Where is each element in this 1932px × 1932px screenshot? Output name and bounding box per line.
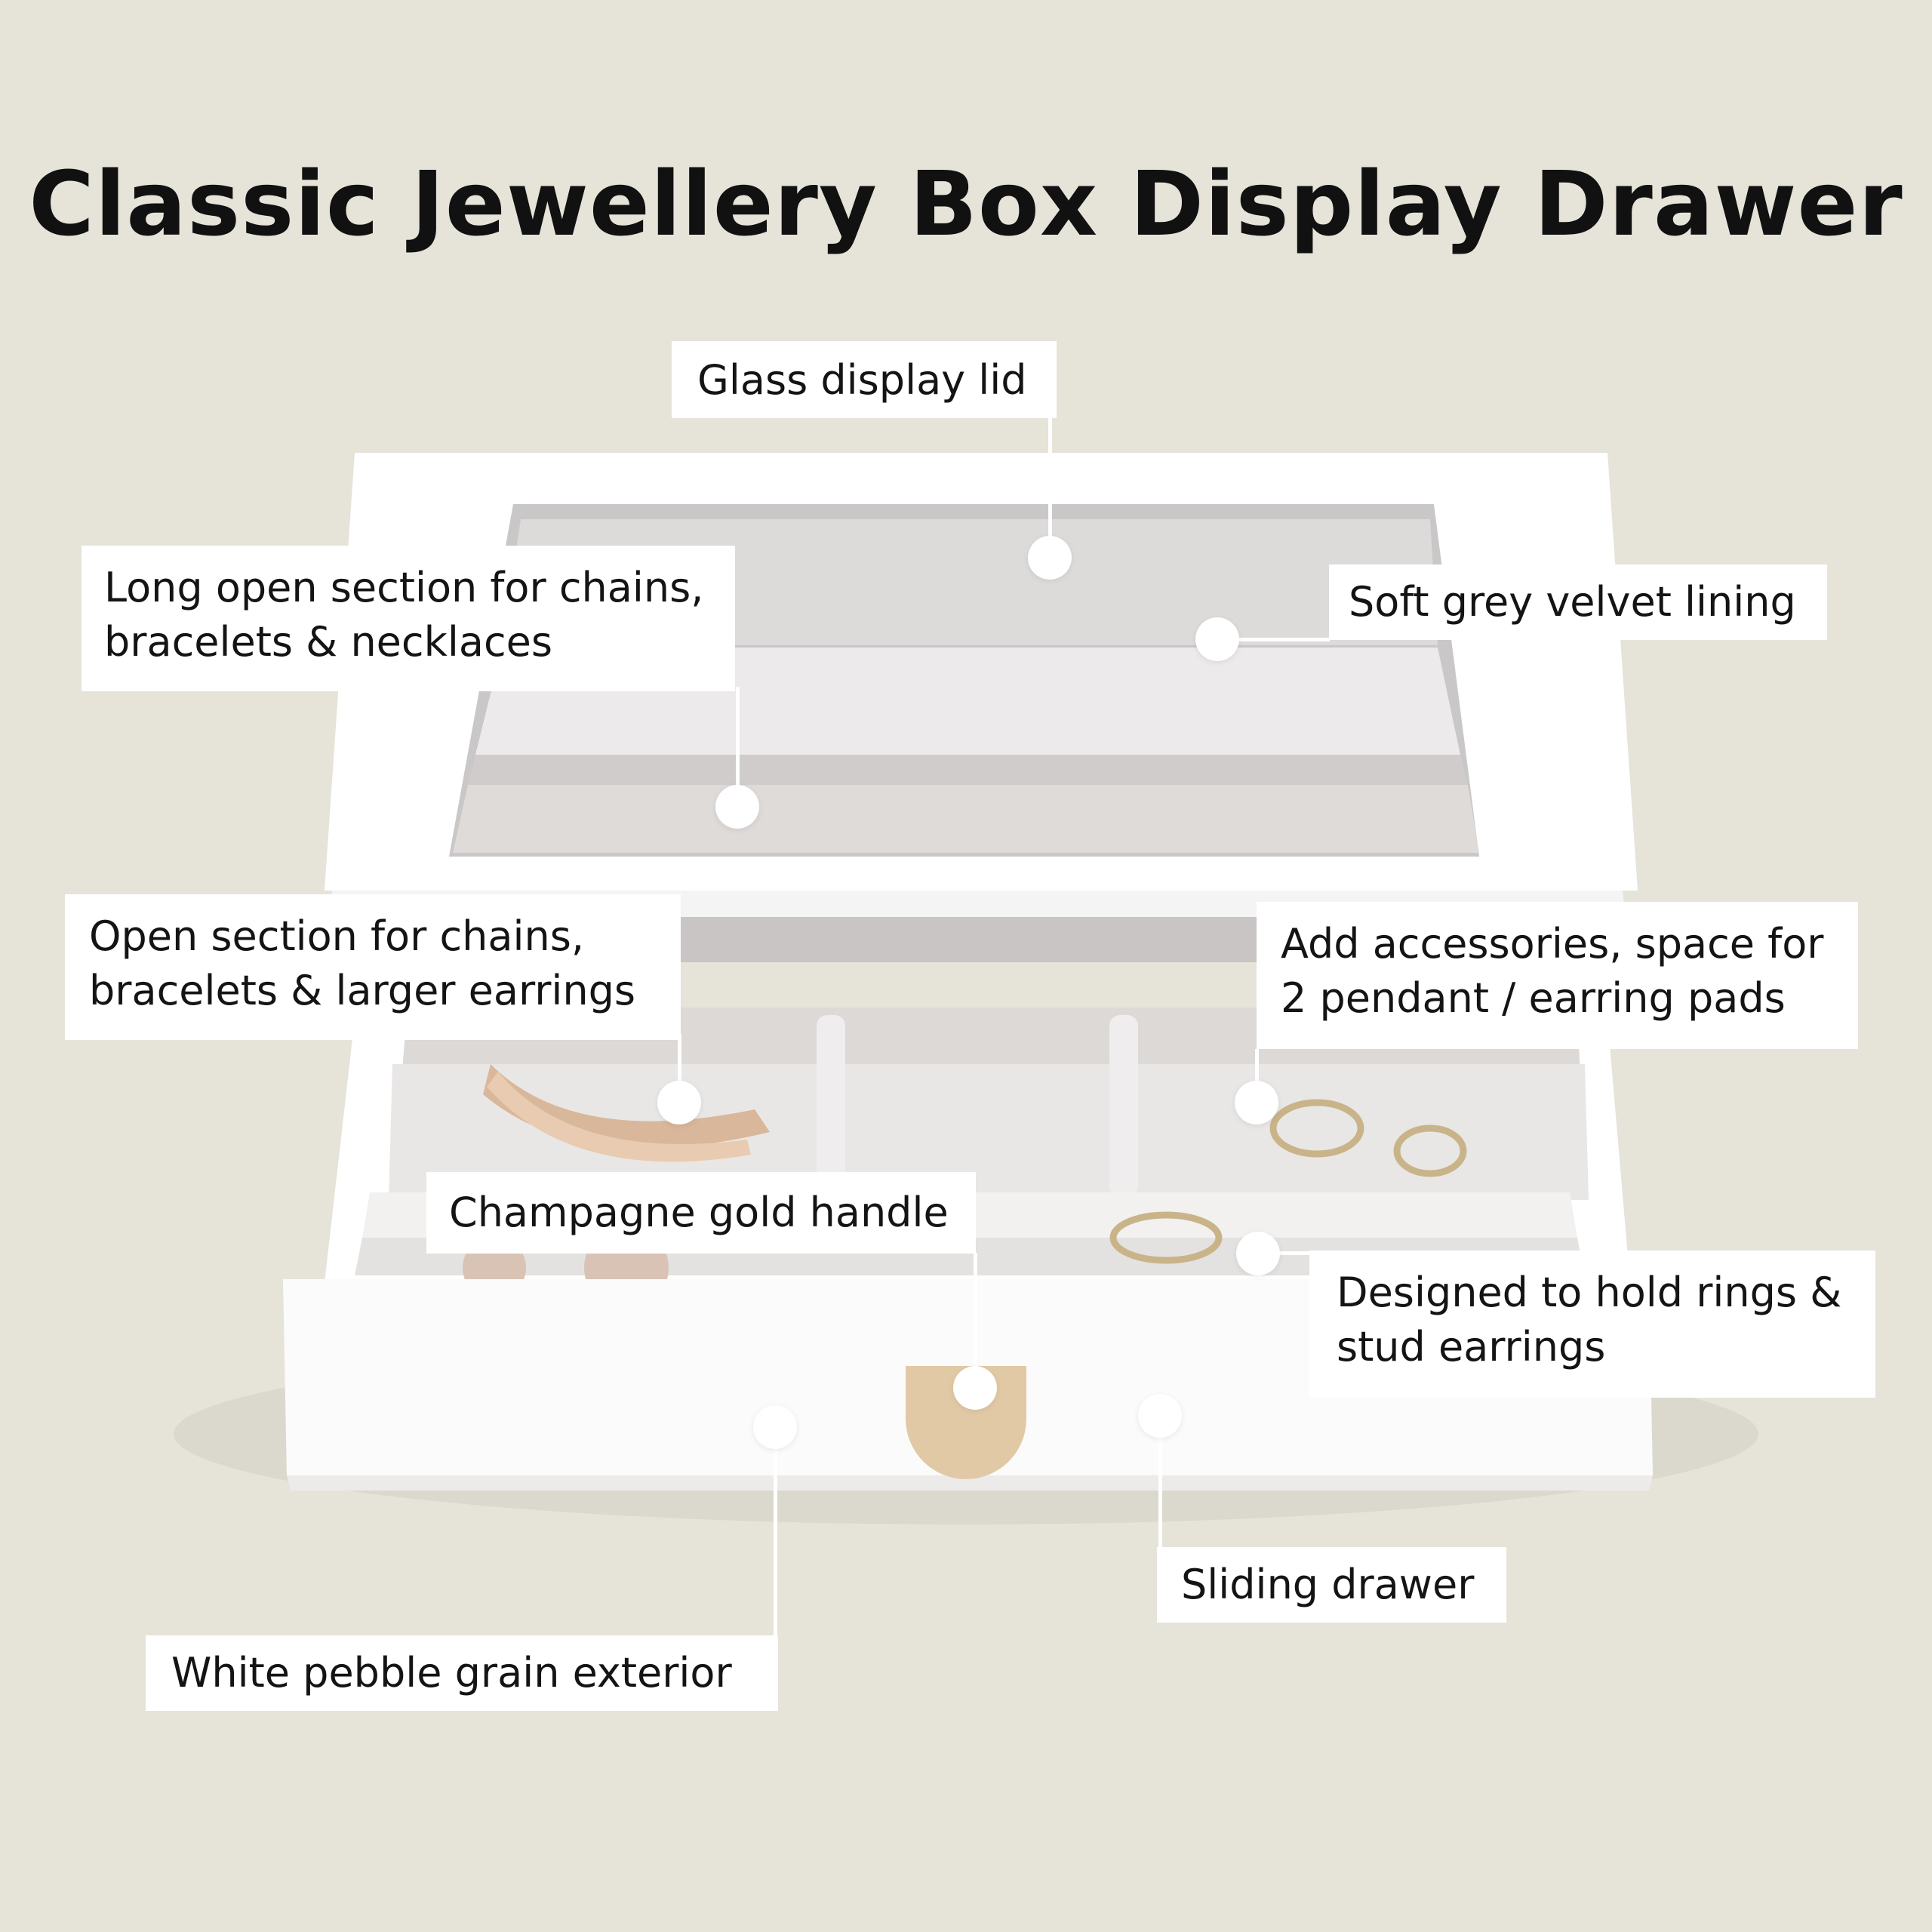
callout-open-section: Open section for chains, bracelets & lar… — [65, 894, 681, 1040]
marker-long-section — [715, 785, 759, 829]
necklace-rail — [679, 917, 1358, 962]
champagne-gold-handle — [906, 1366, 1026, 1479]
callout-handle: Champagne gold handle — [426, 1172, 976, 1254]
callout-long-section-line2: bracelets & necklaces — [104, 618, 552, 666]
callout-exterior: White pebble grain exterior — [146, 1635, 778, 1711]
callout-long-section: Long open section for chains, bracelets … — [82, 546, 735, 691]
marker-open-section — [657, 1081, 701, 1124]
marker-handle — [953, 1366, 997, 1410]
leader-sliding — [1158, 1415, 1162, 1547]
marker-glass-lid — [1028, 536, 1072, 580]
callout-accessories-line2: 2 pendant / earring pads — [1281, 974, 1786, 1022]
callout-rings: Designed to hold rings & stud earrings — [1309, 1251, 1875, 1398]
callout-glass-lid-text: Glass display lid — [697, 356, 1027, 404]
leader-glass-lid — [1048, 415, 1052, 558]
marker-rings — [1236, 1232, 1280, 1275]
leader-open-section — [678, 1034, 681, 1102]
leader-long-section — [736, 687, 740, 808]
callout-handle-text: Champagne gold handle — [449, 1189, 949, 1236]
page-title: Classic Jewellery Box Display Drawer — [29, 152, 1903, 256]
ring-3 — [1109, 1211, 1223, 1264]
callout-accessories-line1: Add accessories, space for — [1281, 920, 1824, 968]
callout-sliding-text: Sliding drawer — [1181, 1561, 1475, 1608]
marker-exterior — [753, 1405, 797, 1449]
ring-2 — [1393, 1124, 1467, 1177]
callout-accessories: Add accessories, space for 2 pendant / e… — [1257, 902, 1858, 1049]
callout-sliding: Sliding drawer — [1157, 1547, 1506, 1623]
callout-velvet-text: Soft grey velvet lining — [1349, 578, 1796, 626]
callout-glass-lid: Glass display lid — [672, 341, 1057, 418]
callout-long-section-line1: Long open section for chains, — [104, 564, 704, 611]
callout-open-section-line2: bracelets & larger earrings — [89, 967, 636, 1014]
callout-rings-line2: stud earrings — [1337, 1323, 1606, 1371]
lid-velvet-top — [502, 519, 1438, 645]
lid-velvet-front — [453, 785, 1479, 853]
lid-velvet-ridge — [468, 755, 1468, 785]
callout-velvet: Soft grey velvet lining — [1329, 565, 1827, 640]
leader-rings — [1257, 1251, 1310, 1255]
callout-open-section-line1: Open section for chains, — [89, 912, 584, 960]
drawer-front-edge — [287, 1475, 1653, 1491]
leader-velvet — [1217, 638, 1330, 641]
leader-exterior — [774, 1426, 777, 1645]
marker-accessories — [1235, 1081, 1278, 1124]
leader-accessories — [1255, 1049, 1259, 1102]
callout-rings-line1: Designed to hold rings & — [1337, 1269, 1842, 1316]
gold-bar-earring-2 — [487, 1072, 751, 1162]
marker-velvet — [1195, 617, 1239, 661]
callout-exterior-text: White pebble grain exterior — [171, 1649, 732, 1697]
divider-left — [817, 1015, 845, 1196]
leader-handle — [974, 1253, 977, 1389]
ring-1 — [1269, 1099, 1364, 1158]
divider-right — [1109, 1015, 1138, 1196]
marker-sliding — [1138, 1394, 1182, 1438]
